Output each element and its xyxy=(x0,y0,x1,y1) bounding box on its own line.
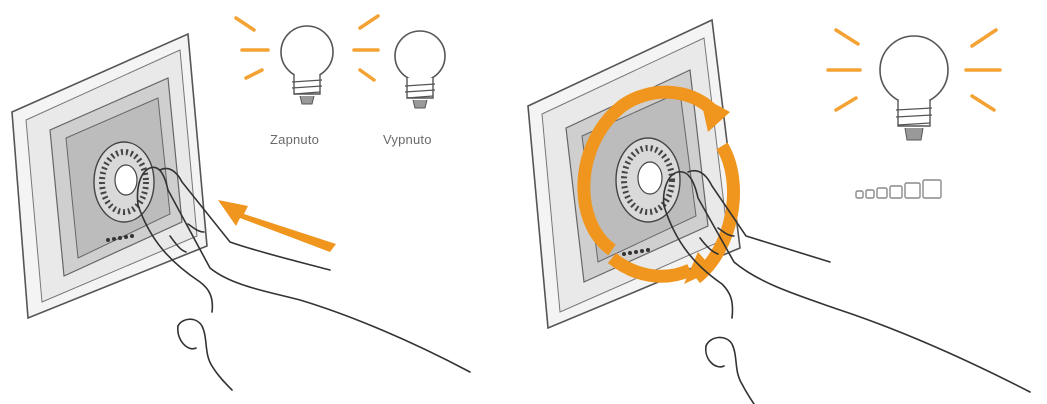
brightness-level-square xyxy=(890,186,902,198)
light-bulb-on-icon xyxy=(828,30,1000,140)
brightness-level-square xyxy=(856,191,863,198)
brightness-level-square xyxy=(877,188,887,198)
brightness-level-square xyxy=(905,183,920,198)
bulb-on-label: Zapnuto xyxy=(270,132,319,147)
switch-plate-right xyxy=(528,20,740,328)
brightness-level-square xyxy=(866,190,874,198)
brightness-level-icon xyxy=(856,180,941,198)
bulb-off-label: Vypnuto xyxy=(383,132,432,147)
brightness-level-square xyxy=(923,180,941,198)
